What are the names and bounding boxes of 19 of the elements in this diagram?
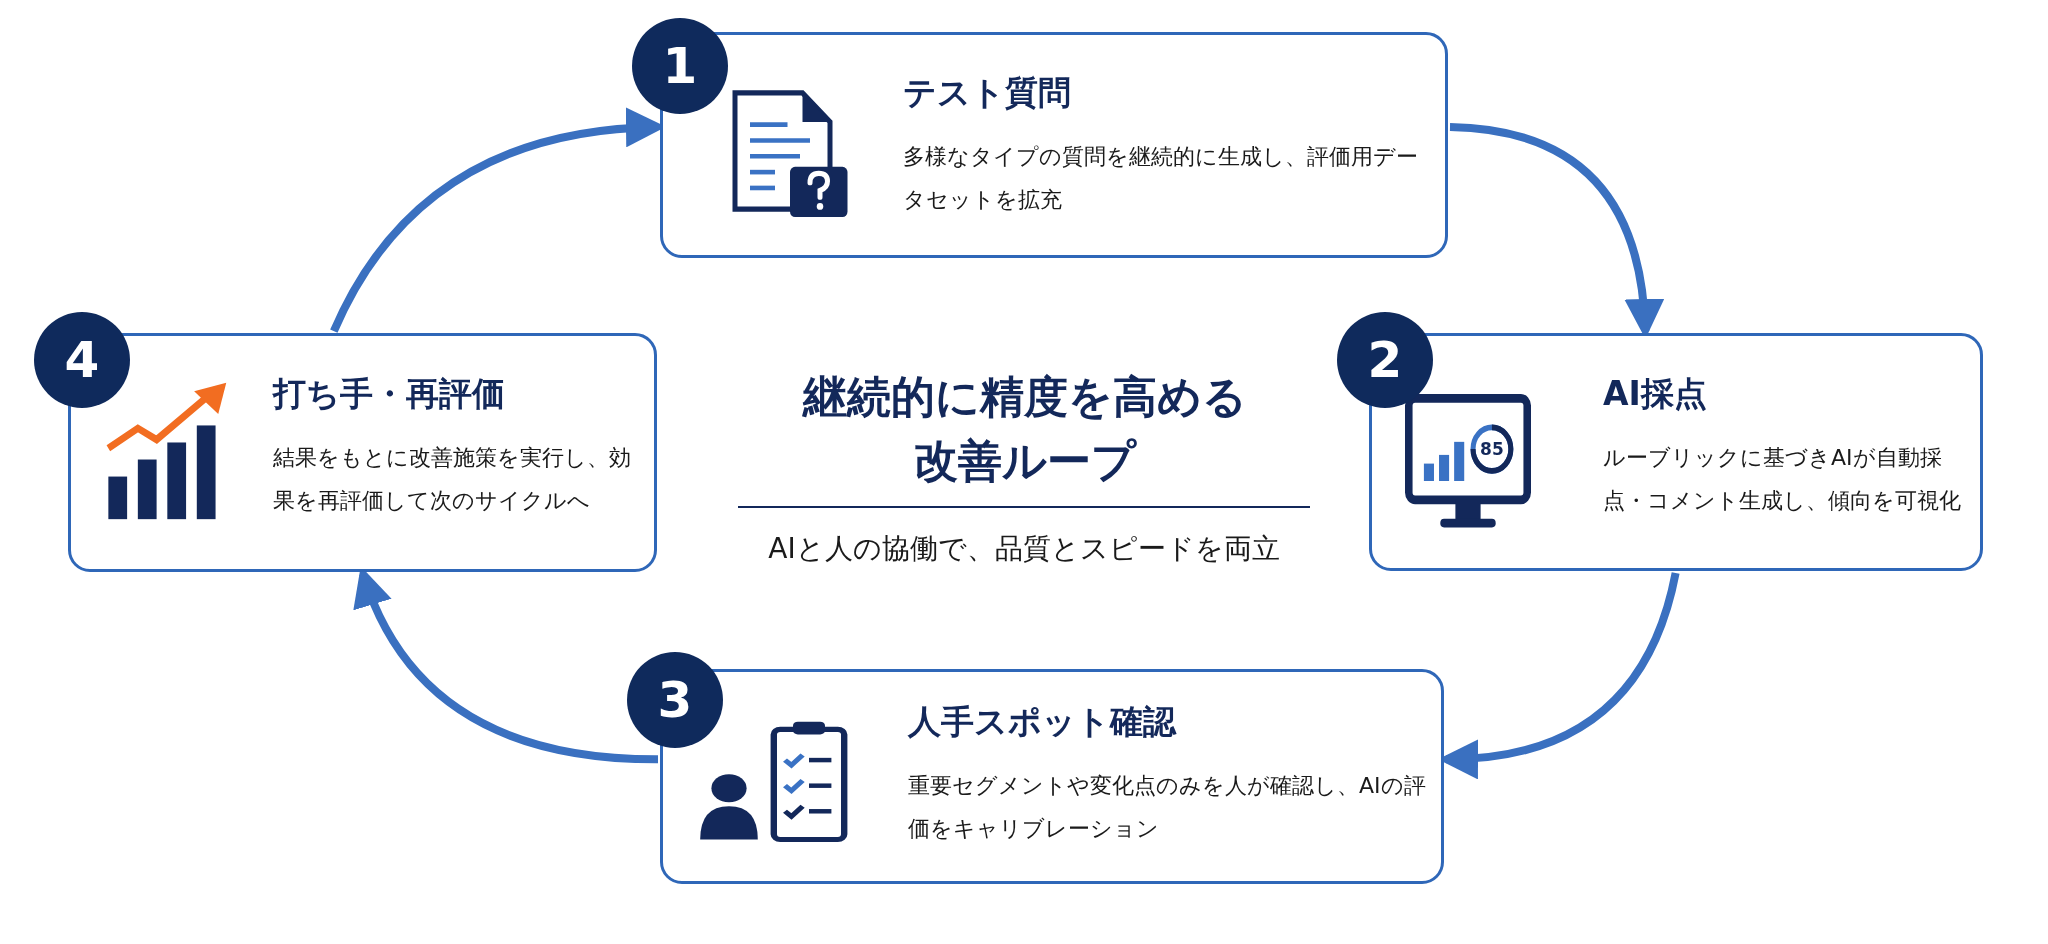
number-badge: 3	[627, 652, 723, 748]
step-description: ルーブリックに基づきAIが自動採点・コメント生成し、傾向を可視化	[1603, 444, 1962, 515]
number-badge: 1	[632, 18, 728, 114]
step-heading: AI採点	[1603, 374, 1707, 414]
step-heading: テスト質問	[903, 73, 1071, 113]
step-box	[660, 32, 1448, 258]
title: 継続的に精度を高める改善ループ	[801, 370, 1248, 488]
step-description: 多様なタイプの質問を継続的に生成し、評価用データセットを拡充	[903, 143, 1419, 214]
step-heading: 人手スポット確認	[908, 702, 1176, 742]
step-box	[660, 669, 1444, 884]
step-heading: 打ち手・再評価	[273, 374, 505, 414]
subtitle: AIと人の協働で、品質とスピードを両立	[767, 531, 1281, 567]
number-badge: 2	[1337, 312, 1433, 408]
step-box	[1369, 333, 1983, 571]
score-text: 85	[1479, 439, 1504, 460]
number-badge: 4	[34, 312, 130, 408]
step-description: 結果をもとに改善施策を実行し、効果を再評価して次のサイクルへ	[273, 444, 632, 515]
step-description: 重要セグメントや変化点のみを人が確認し、AIの評価をキャリブレーション	[908, 772, 1427, 843]
step-box	[68, 333, 657, 572]
